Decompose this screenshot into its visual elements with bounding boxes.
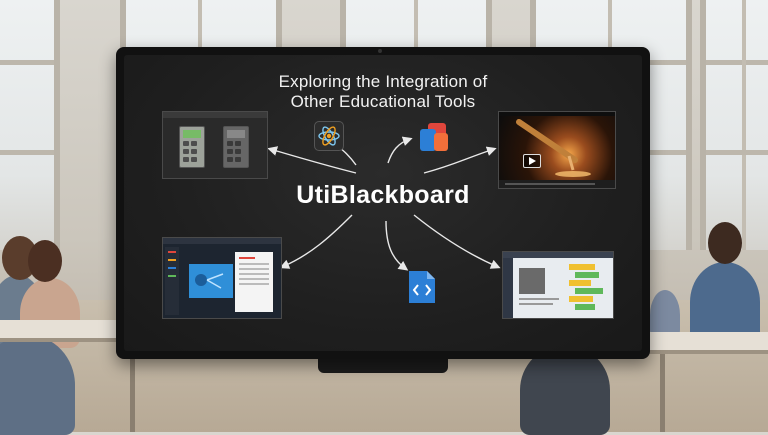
window-titlebar (163, 112, 267, 118)
window-right (700, 0, 768, 250)
play-button[interactable] (523, 154, 541, 168)
sidebar-panel (165, 247, 179, 315)
arrow-to-doc-apps (387, 136, 413, 164)
block-yellow-2 (569, 280, 591, 286)
coding-blocks-window-icon[interactable] (502, 251, 614, 319)
window-titlebar (163, 238, 281, 244)
video-progress[interactable] (505, 183, 595, 185)
calculator-window-icon[interactable] (162, 111, 268, 179)
blue-doc-icon (420, 129, 436, 151)
arrow-to-learning-platform (279, 214, 353, 269)
arrow-to-video (423, 146, 497, 174)
block-yellow-3 (569, 296, 593, 302)
video-player-icon[interactable] (498, 111, 616, 189)
block-yellow-1 (569, 264, 595, 270)
student-left-2-head (28, 240, 62, 282)
display-monitor: Exploring the Integration of Other Educa… (116, 47, 650, 359)
welding-scene (516, 119, 591, 177)
student-bottom-center (520, 345, 610, 435)
learning-platform-window-icon[interactable] (162, 237, 282, 319)
code-file-icon (409, 271, 435, 303)
monitor-screen: Exploring the Integration of Other Educa… (124, 55, 642, 351)
calculator-2-icon (223, 126, 249, 168)
arrow-to-coding-blocks (413, 214, 501, 269)
student-right-2 (650, 290, 680, 340)
code-editor-file-icon[interactable] (407, 269, 437, 305)
document-panel (235, 252, 273, 312)
student-right-1-head (708, 222, 742, 264)
atom-icon (318, 126, 340, 146)
monitor-stand-base (318, 359, 448, 373)
window-left (0, 0, 60, 250)
diagram-panel (189, 264, 233, 298)
image-panel (519, 268, 545, 294)
video-controls-bar[interactable] (499, 180, 615, 188)
block-green-3 (575, 304, 595, 310)
hub-label: UtiBlackboard (296, 181, 470, 209)
camera-icon (378, 49, 382, 53)
slide-title-line1: Exploring the Integration of (278, 72, 488, 91)
window-titlebar (503, 252, 613, 258)
desk-left (0, 320, 150, 342)
desk-left-leg (130, 342, 135, 432)
document-apps-icon[interactable] (416, 123, 450, 153)
block-green-2 (575, 288, 603, 294)
connection-arrows (267, 136, 501, 271)
blocks-sidebar (503, 258, 513, 318)
student-left-3 (0, 335, 75, 435)
student-right-1 (690, 262, 760, 342)
video-frame (499, 116, 615, 180)
arrow-to-calculator (267, 146, 357, 174)
atom-science-app-icon[interactable] (314, 121, 344, 151)
desk-right (643, 332, 768, 354)
desk-right-leg (660, 354, 665, 432)
slide-title-line2: Other Educational Tools (290, 92, 476, 111)
arrow-to-code-file (385, 220, 409, 271)
calculator-1-icon (179, 126, 205, 168)
orange-doc-icon (434, 133, 448, 151)
slide-title: Exploring the Integration of Other Educa… (124, 72, 642, 112)
block-green-1 (575, 272, 599, 278)
